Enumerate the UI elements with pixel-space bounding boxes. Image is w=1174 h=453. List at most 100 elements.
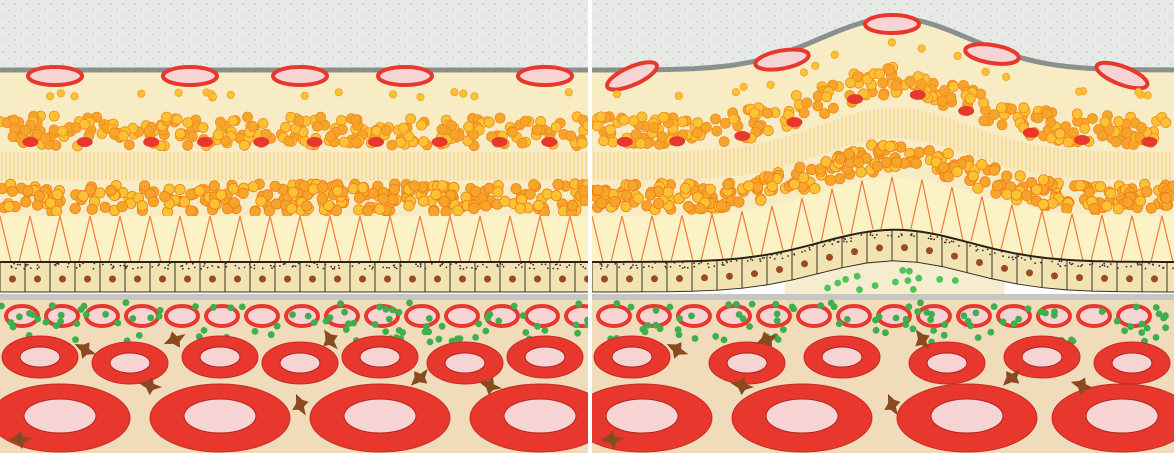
choroid-granule xyxy=(975,334,982,341)
photoreceptor-segment xyxy=(60,216,90,262)
outer-nuclear-cell xyxy=(52,189,62,199)
outer-nuclear-cell xyxy=(911,158,921,168)
choroid-granule xyxy=(542,327,549,334)
rpe-pigment xyxy=(1064,265,1066,267)
outer-nuclear-cell xyxy=(106,185,116,195)
outer-nuclear-cell xyxy=(354,193,364,203)
choroid-granule xyxy=(772,301,779,308)
inner-nuclear-cell xyxy=(1161,118,1171,128)
rpe-pigment xyxy=(1008,256,1010,258)
choroid-granule xyxy=(289,311,296,318)
inner-nuclear-cell xyxy=(243,112,253,122)
inner-nuclear-cell xyxy=(417,120,427,130)
rpe-pigment xyxy=(471,267,473,269)
outer-nuclear-cell xyxy=(100,202,110,212)
choroid-granule xyxy=(72,336,79,343)
rpe-pigment xyxy=(555,264,557,266)
inner-nuclear-cell xyxy=(712,126,722,136)
rpe-nucleus xyxy=(876,244,883,251)
photoreceptor-segment xyxy=(390,216,420,262)
rpe-nucleus xyxy=(676,275,683,282)
outer-nuclear-cell xyxy=(139,181,149,191)
photoreceptor-segment xyxy=(892,177,922,230)
rpe-pigment xyxy=(568,264,570,266)
choroid-granule xyxy=(910,325,917,332)
inner-capillary xyxy=(541,137,557,147)
outer-nuclear-cell xyxy=(952,167,962,177)
rpe-pigment xyxy=(325,264,327,266)
rpe-nucleus xyxy=(1076,274,1083,281)
rpe-pigment xyxy=(27,264,29,266)
rpe-pigment xyxy=(37,264,39,266)
rpe-pigment xyxy=(614,263,616,265)
inner-nuclear-cell xyxy=(599,136,609,146)
inner-capillary xyxy=(492,137,508,147)
outer-nuclear-cell xyxy=(943,148,953,158)
outer-nuclear-cell xyxy=(368,188,378,198)
inner-nuclear-cell xyxy=(1007,104,1017,114)
retinal-capillary xyxy=(865,15,919,33)
rpe-pigment xyxy=(67,266,69,268)
outer-nuclear-cell xyxy=(1047,198,1057,208)
outer-nuclear-cell xyxy=(308,184,318,194)
inner-nuclear-cell xyxy=(387,140,397,150)
inner-nuclear-cell xyxy=(1100,117,1110,127)
outer-nuclear-cell xyxy=(872,161,882,171)
inner-nuclear-cell xyxy=(312,121,322,131)
rpe-pigment xyxy=(898,236,900,238)
inner-nuclear-cell xyxy=(659,112,669,122)
outer-nuclear-cell xyxy=(34,191,44,201)
choroid-granule xyxy=(83,311,90,318)
choroid-granule xyxy=(1162,324,1169,331)
choroid-granule xyxy=(991,303,998,310)
outer-nuclear-cell xyxy=(1095,181,1105,191)
ganglion-cell-nucleus xyxy=(460,90,467,97)
rpe-pigment xyxy=(30,267,32,269)
choriocapillaris xyxy=(1078,306,1110,326)
choroid-granule xyxy=(147,314,154,321)
choroid-granule xyxy=(201,327,208,334)
inner-nuclear-cell xyxy=(484,117,494,127)
rpe-pigment xyxy=(780,253,782,255)
choroid-granule xyxy=(941,332,948,339)
rpe-pigment xyxy=(987,249,989,251)
choroid-granule xyxy=(906,303,913,310)
ganglion-cell-nucleus xyxy=(812,62,819,69)
rpe-pigment xyxy=(1092,263,1094,265)
inner-nuclear-cell xyxy=(9,115,19,125)
retinal-capillary xyxy=(378,67,432,85)
outer-nuclear-cell xyxy=(1022,190,1032,200)
inner-nuclear-cell xyxy=(719,137,729,147)
rpe-pigment xyxy=(1089,264,1091,266)
outer-nuclear-cell xyxy=(1146,203,1156,213)
inner-nuclear-cell xyxy=(8,132,18,142)
inner-nuclear-cell xyxy=(144,127,154,137)
inner-nuclear-cell xyxy=(693,118,703,128)
choroid-granule xyxy=(239,304,246,311)
outer-nuclear-cell xyxy=(1075,180,1085,190)
rpe-pigment xyxy=(736,260,738,262)
ganglion-cell-nucleus xyxy=(47,93,54,100)
outer-nuclear-cell xyxy=(1142,187,1152,197)
rpe-pigment xyxy=(601,263,603,265)
outer-nuclear-cell xyxy=(633,193,643,203)
choroid-granule xyxy=(136,332,143,339)
choriocapillaris xyxy=(246,306,278,326)
inner-capillary xyxy=(197,137,213,147)
rpe-pigment xyxy=(352,265,354,267)
rpe-nucleus xyxy=(359,276,366,283)
inner-nuclear-cell xyxy=(183,118,193,128)
rpe-nucleus xyxy=(534,276,541,283)
inner-capillary xyxy=(1141,137,1157,147)
rpe-pigment xyxy=(1162,267,1164,269)
outer-nuclear-cell xyxy=(1038,199,1048,209)
rpe-pigment xyxy=(584,268,586,270)
fluid-granule xyxy=(842,276,849,283)
rpe-pigment xyxy=(273,266,275,268)
outer-nuclear-cell xyxy=(1102,201,1112,211)
ganglion-cell-nucleus xyxy=(1144,92,1151,99)
fluid-granule xyxy=(824,285,831,292)
rpe-pigment xyxy=(55,265,57,267)
choroid-granule xyxy=(73,320,80,327)
outer-nuclear-cell xyxy=(348,183,358,193)
